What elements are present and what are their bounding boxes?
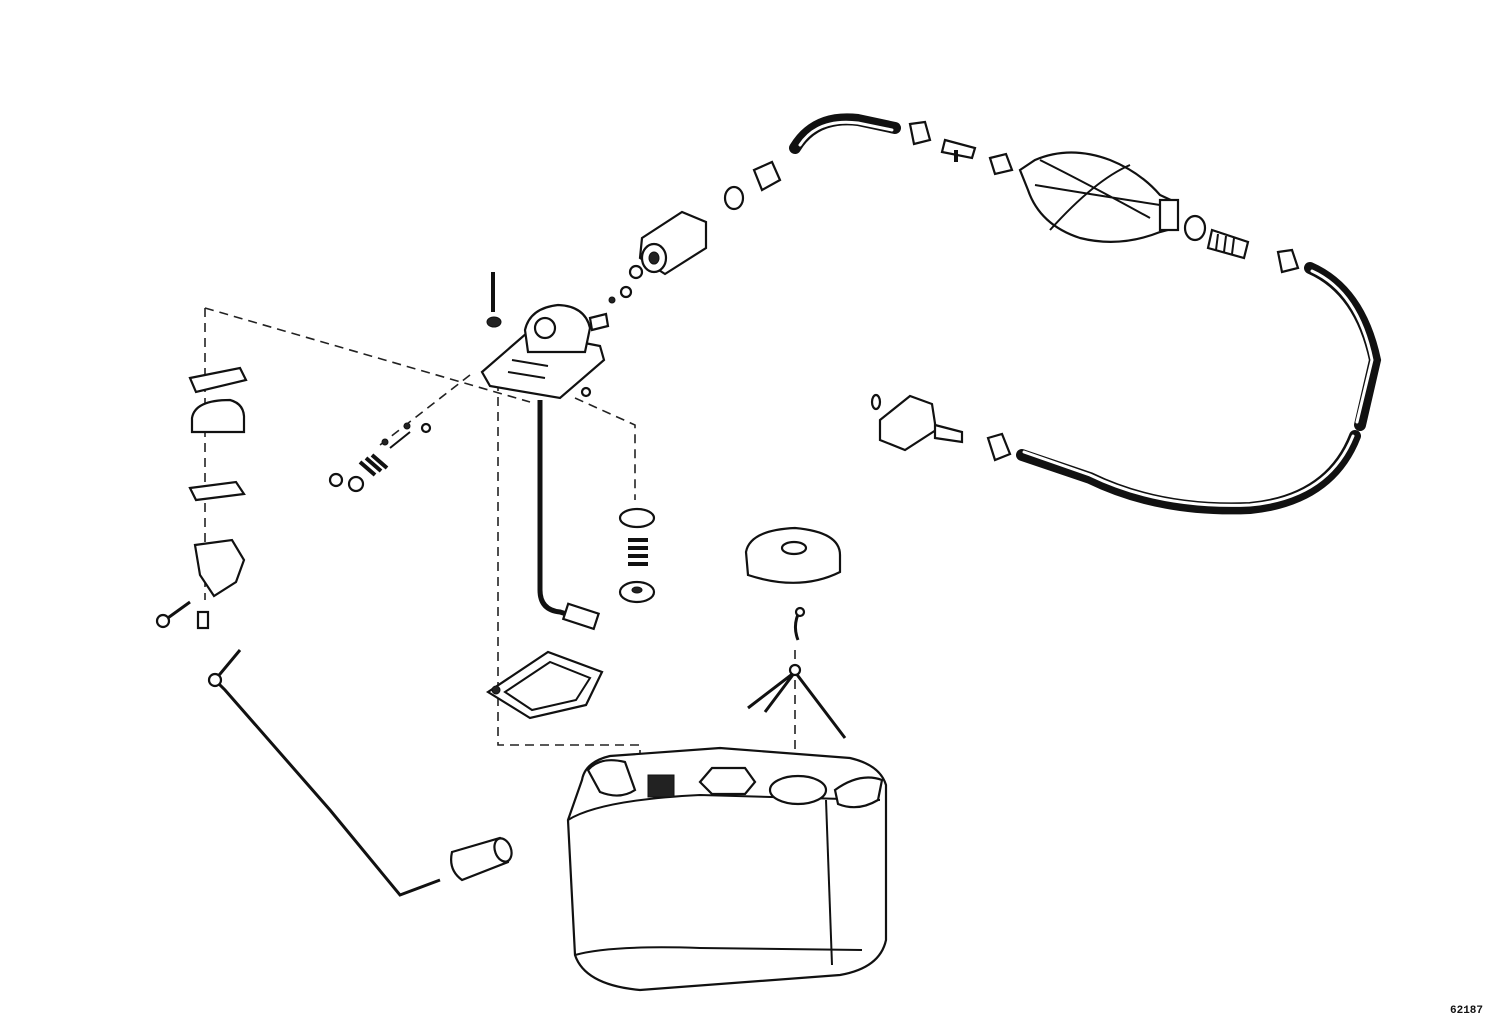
filler-cap (744, 526, 842, 584)
tank-filler-neck (768, 774, 828, 806)
fuel-outlet-body (480, 303, 610, 400)
drawing-number: 62187 (1450, 1005, 1483, 1017)
fuel-gauge-assembly (155, 366, 248, 630)
tank-vent-grille (647, 774, 675, 798)
pickup-tube (537, 400, 601, 631)
fuel-connector-lower (870, 393, 1012, 462)
float (450, 836, 513, 882)
hose-fittings (908, 120, 1014, 176)
bulb-end-fittings (1183, 214, 1300, 274)
fuel-hose-33 (1016, 262, 1382, 515)
fuel-tank (566, 746, 888, 992)
screw-and-washer (486, 272, 502, 328)
chain-retainer (747, 663, 847, 739)
tank-gasket (485, 650, 604, 720)
fuel-hose-32 (789, 113, 901, 154)
tank-handle (698, 766, 757, 796)
float-arm (207, 649, 441, 897)
cap-chain (793, 606, 806, 641)
fuel-connector-upper (608, 210, 708, 304)
primer-bulb (1018, 151, 1180, 243)
relief-valve-parts (618, 507, 656, 604)
check-valve-parts (328, 386, 592, 493)
hose-clamps-upper (723, 160, 782, 211)
